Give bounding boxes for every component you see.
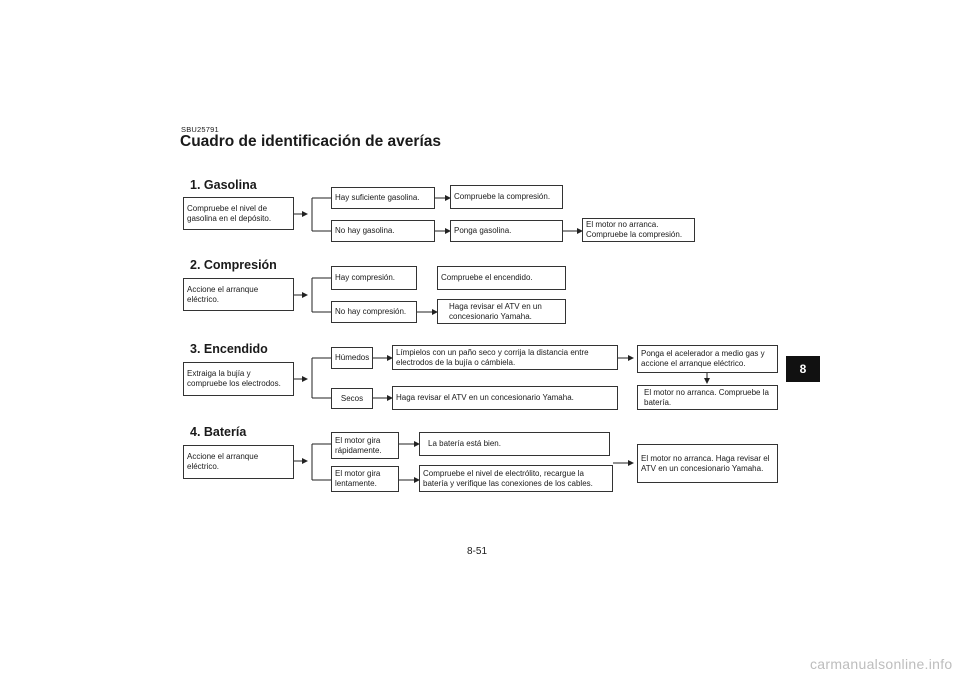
- section-heading-bateria: 4. Batería: [190, 425, 247, 439]
- dealer-service-box: Haga revisar el ATV en un concesionario …: [437, 299, 566, 324]
- no-start-check-compression-text: El motor no arranca. Compruebe la compre…: [586, 220, 683, 239]
- no-compression-text: No hay compresión.: [335, 307, 407, 316]
- check-fuel-level-box: Compruebe el nivel de gasolina en el dep…: [183, 197, 294, 230]
- battery-dealer-service-box: El motor no arranca. Haga revisar el ATV…: [637, 444, 778, 483]
- press-starter-text: Accione el arranque eléctrico.: [187, 284, 259, 304]
- check-compression-text: Compruebe la compresión.: [454, 192, 551, 201]
- check-electrolyte-text: Compruebe el nivel de electrólito, recar…: [423, 468, 593, 488]
- clean-spark-plug-text: Límpielos con un paño seco y corrija la …: [396, 347, 589, 367]
- no-compression-box: No hay compresión.: [331, 301, 417, 323]
- turns-slow-text: El motor gira lentamente.: [335, 469, 381, 488]
- no-start-check-battery-box: El motor no arranca. Compruebe la baterí…: [637, 385, 778, 410]
- add-fuel-box: Ponga gasolina.: [450, 220, 563, 242]
- battery-press-starter-text: Accione el arranque eléctrico.: [187, 452, 259, 471]
- watermark: carmanualsonline.info: [810, 656, 953, 672]
- check-compression-box: Compruebe la compresión.: [450, 185, 563, 209]
- section-heading-compresion: 2. Compresión: [190, 258, 277, 272]
- half-throttle-text: Ponga el acelerador a medio gas y accion…: [641, 349, 765, 368]
- page-number: 8-51: [467, 546, 488, 557]
- battery-dealer-service-text: El motor no arranca. Haga revisar el ATV…: [641, 453, 770, 473]
- has-compression-box: Hay compresión.: [331, 266, 417, 290]
- add-fuel-text: Ponga gasolina.: [454, 226, 512, 235]
- no-start-check-battery-text: El motor no arranca. Compruebe la baterí…: [644, 387, 769, 407]
- wet-text: Húmedos: [335, 353, 370, 362]
- remove-spark-plug-text: Extraiga la bujía y compruebe los electr…: [187, 369, 281, 388]
- page-title: Cuadro de identificación de averías: [180, 133, 441, 150]
- enough-fuel-text: Hay suficiente gasolina.: [335, 193, 420, 202]
- check-ignition-text: Compruebe el encendido.: [441, 273, 533, 282]
- no-start-check-compression-box: El motor no arranca. Compruebe la compre…: [582, 218, 695, 242]
- turns-slow-box: El motor gira lentamente.: [331, 466, 399, 492]
- clean-spark-plug-box: Límpielos con un paño seco y corrija la …: [392, 345, 618, 370]
- dry-text: Secos: [340, 393, 364, 403]
- section-heading-gasolina: 1. Gasolina: [190, 178, 257, 192]
- battery-ok-box: La batería está bien.: [419, 432, 610, 456]
- no-fuel-text: No hay gasolina.: [335, 226, 395, 235]
- dealer-service-text: Haga revisar el ATV en un concesionario …: [449, 301, 542, 321]
- dry-box: Secos: [331, 388, 373, 409]
- dry-dealer-service-box: Haga revisar el ATV en un concesionario …: [392, 386, 618, 410]
- no-fuel-box: No hay gasolina.: [331, 220, 435, 242]
- has-compression-text: Hay compresión.: [335, 273, 396, 282]
- half-throttle-box: Ponga el acelerador a medio gas y accion…: [637, 345, 778, 373]
- check-ignition-box: Compruebe el encendido.: [437, 266, 566, 290]
- chapter-tab: 8: [786, 356, 820, 382]
- turns-fast-box: El motor gira rápidamente.: [331, 432, 399, 459]
- wet-box: Húmedos: [331, 347, 373, 369]
- section-heading-encendido: 3. Encendido: [190, 342, 268, 356]
- battery-press-starter-box: Accione el arranque eléctrico.: [183, 445, 294, 479]
- check-electrolyte-box: Compruebe el nivel de electrólito, recar…: [419, 465, 613, 492]
- battery-ok-text: La batería está bien.: [428, 439, 501, 448]
- enough-fuel-box: Hay suficiente gasolina.: [331, 187, 435, 209]
- check-fuel-level-text: Compruebe el nivel de gasolina en el dep…: [187, 203, 272, 223]
- document-code: SBU25791: [181, 125, 219, 134]
- turns-fast-text: El motor gira rápidamente.: [335, 435, 382, 455]
- press-starter-box: Accione el arranque eléctrico.: [183, 278, 294, 311]
- dry-dealer-service-text: Haga revisar el ATV en un concesionario …: [396, 393, 574, 402]
- remove-spark-plug-box: Extraiga la bujía y compruebe los electr…: [183, 362, 294, 396]
